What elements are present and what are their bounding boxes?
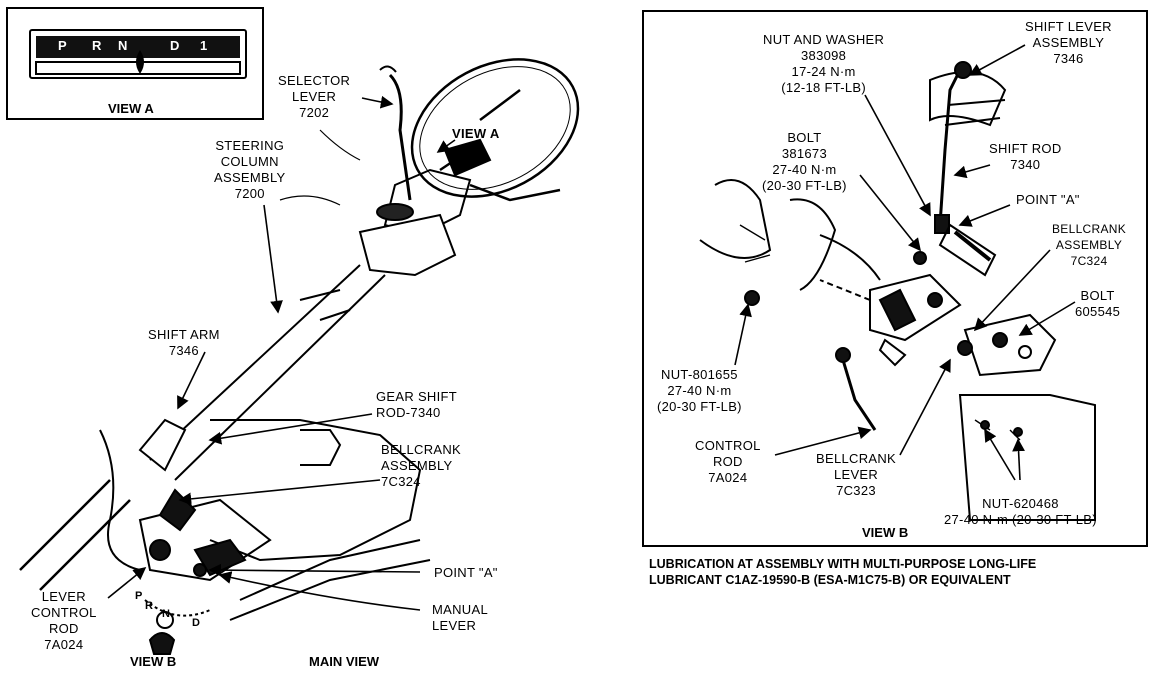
control-rod-label: CONTROL ROD 7A024 — [695, 438, 761, 485]
view-b-point-a-label: POINT "A" — [1016, 192, 1080, 207]
detent-p: P — [135, 590, 143, 602]
shift-rod-label: SHIFT ROD 7340 — [989, 141, 1062, 172]
detent-d: D — [192, 617, 200, 629]
nut-620468-label: NUT-620468 27-40 N·m (20-30 FT-LB) — [944, 496, 1097, 527]
selector-lever-label: SELECTOR LEVER 7202 — [278, 73, 351, 120]
nut-801655-label: NUT-801655 27-40 N·m (20-30 FT-LB) — [657, 367, 742, 414]
lever-control-rod-label: LEVER CONTROL ROD 7A024 — [31, 589, 97, 652]
bolt-605545-label: BOLT 605545 — [1075, 288, 1121, 319]
view-a-gear-p: P — [58, 38, 67, 53]
shift-arm-label: SHIFT ARM 7346 — [148, 327, 220, 358]
main-view-b-tag: VIEW B — [130, 654, 177, 669]
bellcrank-lever-label: BELLCRANK LEVER 7C323 — [816, 451, 897, 498]
main-view-caption: MAIN VIEW — [309, 654, 380, 669]
view-a-gear-d: D — [170, 38, 180, 53]
view-b-caption: VIEW B — [862, 525, 909, 540]
shift-lever-assembly-label: SHIFT LEVER ASSEMBLY 7346 — [1025, 19, 1112, 66]
lubrication-note: LUBRICATION AT ASSEMBLY WITH MULTI-PURPO… — [649, 557, 1037, 587]
bolt-381673-label: BOLT 381673 27-40 N·m (20-30 FT-LB) — [762, 130, 847, 193]
steering-column-label: STEERING COLUMN ASSEMBLY 7200 — [214, 138, 286, 201]
bellcrank-assembly-label: BELLCRANK ASSEMBLY 7C324 — [381, 442, 462, 489]
manual-lever-label: MANUAL LEVER — [432, 602, 488, 633]
view-a-tag: VIEW A — [452, 126, 500, 141]
view-a-gear-1: 1 — [200, 38, 208, 53]
steering-column-body — [149, 65, 492, 481]
point-a-label: POINT "A" — [434, 565, 498, 580]
detent-r: R — [145, 600, 153, 612]
view-b-frame — [642, 10, 1148, 547]
view-b-leaders — [734, 44, 1076, 481]
view-a-caption: VIEW A — [108, 101, 154, 116]
main-view-leaders — [107, 95, 456, 611]
transmission-body — [19, 418, 431, 655]
view-a-frame — [6, 7, 264, 120]
view-a-gear-n: N — [118, 38, 128, 53]
view-b-bellcrank-assembly-label: BELLCRANK ASSEMBLY 7C324 — [1052, 222, 1127, 268]
detent-n: N — [162, 608, 170, 620]
steering-wheel — [410, 58, 580, 202]
view-a-gear-r: R — [92, 38, 102, 53]
view-a-indicator — [29, 29, 247, 79]
nut-and-washer-label: NUT AND WASHER 383098 17-24 N·m (12-18 F… — [763, 32, 885, 95]
gear-shift-rod-label: GEAR SHIFT ROD-7340 — [376, 389, 458, 420]
